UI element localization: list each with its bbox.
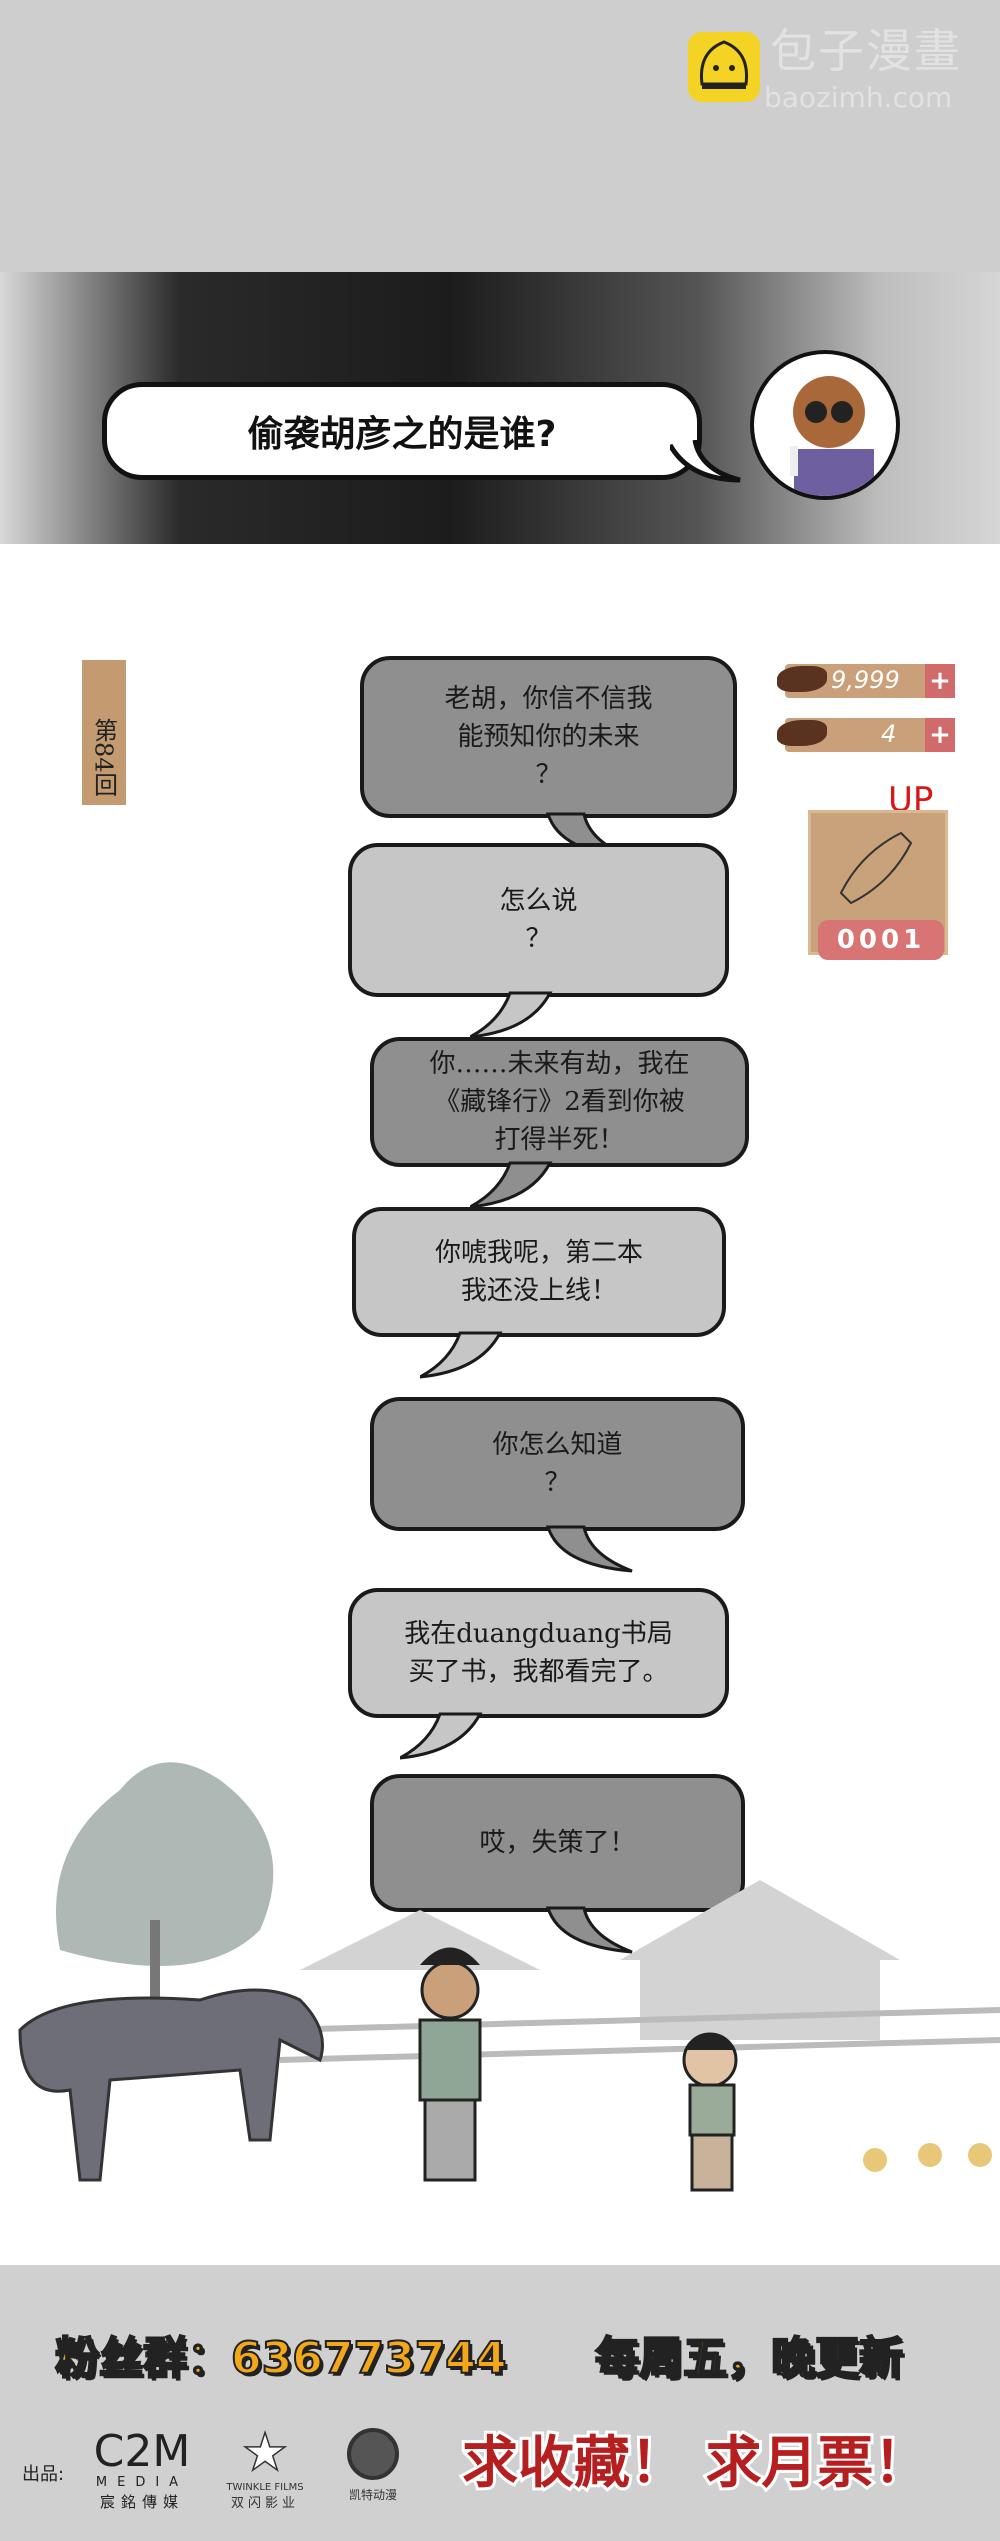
scene-illustration: [18, 1762, 1000, 2192]
speech-bubble: 你唬我呢，第二本我还没上线！: [352, 1207, 726, 1337]
bubble-tail: [470, 991, 553, 1039]
bubble-tail: [670, 440, 741, 483]
character-child: [682, 2032, 738, 2192]
like-icon: [777, 666, 827, 692]
bubble-tail: [545, 1525, 633, 1573]
bubble-line: ？: [525, 924, 552, 954]
bubble-line: 打得半死！: [494, 1125, 625, 1155]
bubble-line: 你怎么知道: [492, 1430, 623, 1460]
item-icon: [777, 720, 827, 746]
fan-group: 粉丝群：636773744: [54, 2332, 508, 2385]
bubble-line: 你……未来有劫，我在: [429, 1049, 690, 1079]
items-value: 4: [881, 720, 897, 748]
likes-value: 9,999: [831, 666, 900, 694]
chicks: [863, 2143, 992, 2172]
cat-icon: [347, 2428, 399, 2480]
bubble-line: 哎，失策了！: [479, 1828, 636, 1858]
star-icon: ★: [241, 2423, 289, 2483]
speech-bubble: 我在duangduang书局买了书，我都看完了。: [348, 1588, 729, 1718]
author-avatar: [750, 350, 900, 500]
speech-bubble: 怎么说 ？: [348, 843, 729, 997]
c2m-cn: 宸銘傳媒: [99, 2493, 184, 2511]
producer-label: 出品:: [22, 2464, 65, 2485]
twinkle-cn: 双闪影业: [230, 2496, 299, 2511]
bubble-line: 我在duangduang书局: [404, 1619, 673, 1649]
card-count: 0001: [818, 920, 944, 960]
c2m-logo: C2M MEDIA 宸銘傳媒: [88, 2430, 196, 2512]
likes-counter[interactable]: 9,999 +: [777, 664, 955, 698]
watermark-name: 包子漫畫: [770, 24, 962, 78]
update-schedule: 每周五，晚更新: [594, 2332, 904, 2385]
tree: [56, 1762, 274, 2020]
twinkle-films-logo: ★ TWINKLE FILMS 双闪影业: [212, 2423, 318, 2513]
twinkle-en: TWINKLE FILMS: [226, 2482, 304, 2493]
bubble-line: 怎么说: [499, 886, 578, 916]
items-counter[interactable]: 4 +: [777, 718, 955, 752]
call-to-action: 求收藏！ 求月票！: [459, 2429, 932, 2499]
chapter-tag: 第84回: [82, 660, 126, 805]
bubble-line: 能预知你的未来: [457, 722, 640, 752]
top-banner: [0, 0, 1000, 272]
bubble-line: 《藏锋行》2看到你被: [434, 1087, 685, 1117]
watermark-url: baozimh.com: [764, 81, 953, 114]
speech-bubble: 哎，失策了！: [370, 1774, 745, 1912]
kaite-cn: 凯特动漫: [348, 2488, 397, 2502]
question-bubble: 偷袭胡彦之的是谁?: [102, 382, 702, 480]
bubble-line: 你唬我呢，第二本: [434, 1238, 643, 1268]
bubble-tail: [420, 1331, 503, 1379]
bubble-line: ？: [544, 1468, 571, 1498]
question-text: 偷袭胡彦之的是谁?: [247, 414, 557, 455]
bubble-line: 老胡，你信不信我: [444, 684, 653, 714]
bubble-tail: [470, 1161, 553, 1209]
likes-plus-button[interactable]: +: [925, 664, 955, 698]
speech-bubble: 你怎么知道 ？: [370, 1397, 745, 1531]
bubble-line: ？: [535, 760, 562, 790]
speech-bubble: 你……未来有劫，我在《藏锋行》2看到你被打得半死！: [370, 1037, 749, 1167]
speech-bubble: 老胡，你信不信我能预知你的未来 ？: [360, 656, 737, 818]
c2m-sub: MEDIA: [95, 2475, 189, 2490]
bubble-tail: [545, 1906, 633, 1954]
items-plus-button[interactable]: +: [925, 718, 955, 752]
horse: [18, 1988, 324, 2182]
baozi-logo-icon: [688, 32, 760, 102]
bubble-tail: [400, 1712, 483, 1760]
roof-silhouettes: [300, 1880, 900, 2040]
kaite-logo: 凯特动漫: [338, 2428, 408, 2503]
fence: [279, 2007, 1000, 2063]
bubble-line: 买了书，我都看完了。: [408, 1657, 669, 1687]
bubble-line: 我还没上线！: [460, 1276, 617, 1306]
c2m-logo-text: C2M: [93, 2426, 191, 2477]
footer-banner: [0, 2265, 1000, 2541]
character-man: [418, 1947, 482, 2182]
